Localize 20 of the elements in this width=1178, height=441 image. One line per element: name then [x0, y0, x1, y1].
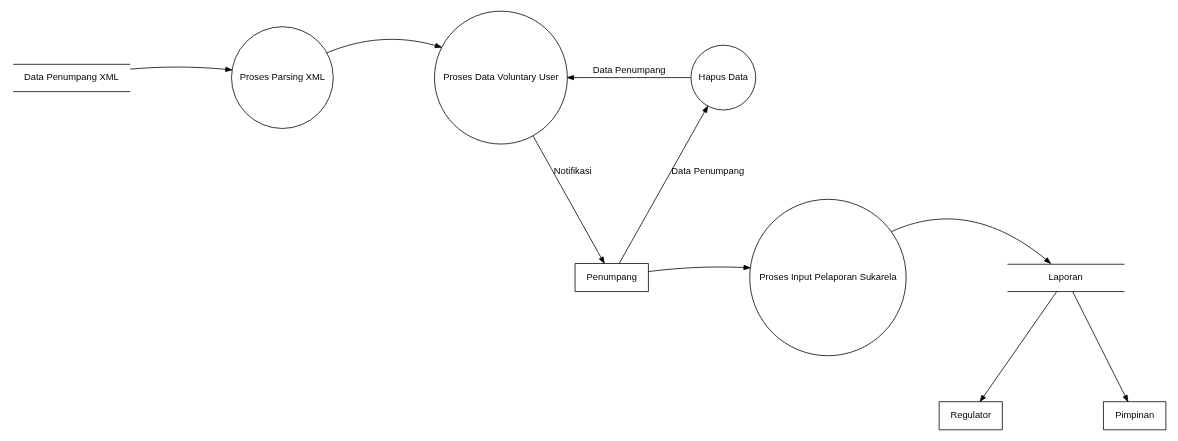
arrow — [129, 66, 232, 72]
node-text: Laporan — [1047, 272, 1083, 283]
edge-label: Data Penumpang — [592, 64, 666, 75]
arrow — [1071, 291, 1128, 402]
edge-label: Notifikasi — [553, 166, 592, 177]
edge-label: Data Penumpang — [670, 166, 744, 177]
node-circle: Hapus Data — [690, 44, 756, 111]
arrow — [326, 38, 442, 54]
node-box: Pimpinan — [1102, 401, 1166, 431]
node-circle: Proses Input Pelaporan Sukarela — [748, 198, 907, 357]
arrow — [618, 105, 708, 264]
node-text: Data Penumpang XML — [23, 72, 119, 83]
node-box: Penumpang — [574, 263, 649, 292]
arrow — [890, 218, 1051, 264]
arrow — [532, 135, 605, 264]
node-box: Regulator — [938, 401, 1003, 431]
arrow — [979, 291, 1057, 402]
arrow — [566, 75, 691, 81]
node-circle: Proses Parsing XML — [230, 26, 334, 129]
arrow — [647, 264, 750, 272]
